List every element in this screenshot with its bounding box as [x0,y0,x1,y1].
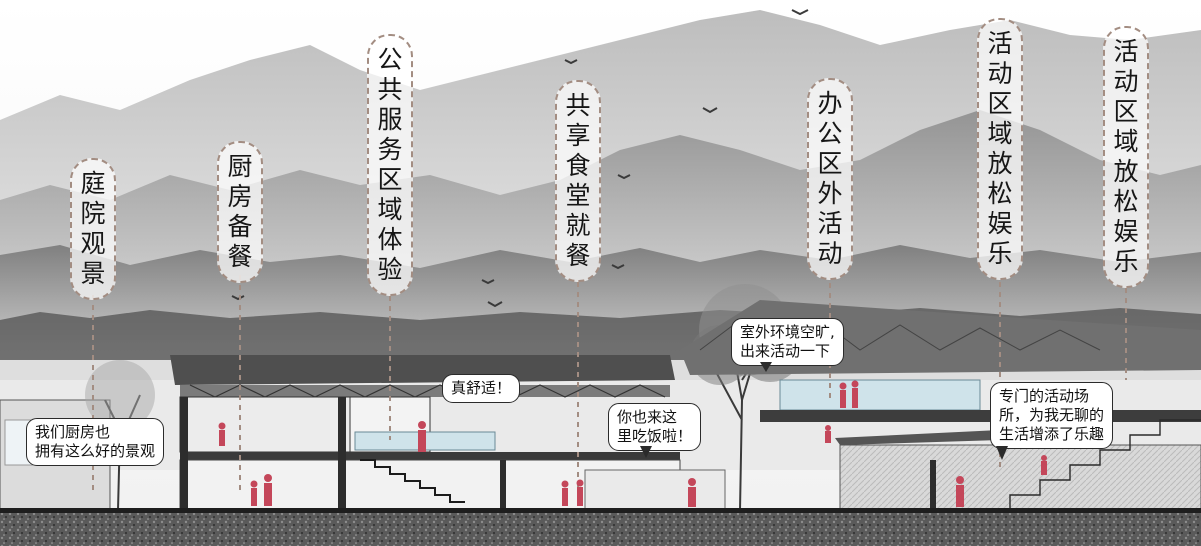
label-kitchen-prep: 厨房备餐 [217,141,263,283]
activity-hall [839,444,1201,511]
person-figure [561,480,569,506]
truss-lines [189,384,666,398]
bird-icon [617,174,631,180]
speech-bubble-eat-here: 你也来这 里吃饭啦！ [608,403,702,451]
bird-icon [611,264,625,270]
person-figure [851,380,859,408]
speech-bubble-activity-place: 专门的活动场 所，为我无聊的 生活增添了乐趣 [990,382,1114,449]
label-courtyard-viewing: 庭院观景 [70,158,116,300]
person-figure [688,478,696,507]
person-figure [956,476,964,507]
dining-column [500,460,506,510]
people [218,380,1047,507]
label-activity-relax-1: 活动区域放松娱乐 [977,18,1023,280]
floor-slab [180,452,680,460]
person-figure [576,479,584,506]
speech-bubble-outdoor: 室外环境空旷, 出来活动一下 [731,318,844,366]
ground-line [0,508,1201,513]
right-canopy [835,430,1000,445]
dining-hall [584,469,726,511]
person-figure [839,382,847,408]
birds [231,9,809,308]
bubble-tail [640,446,652,458]
label-shared-dining: 共享食堂就餐 [555,80,601,282]
bird-icon [231,295,245,301]
bird-icon [791,9,809,16]
person-figure [250,480,258,506]
person-figure [264,474,272,506]
bubble-tail [996,446,1008,460]
kitchen-upper-room [179,396,351,453]
bubble-tail [760,362,772,372]
person-figure [825,425,831,443]
center-column [338,397,346,510]
label-activity-relax-2: 活动区域放松娱乐 [1103,26,1149,288]
label-office-outdoor-activity: 办公区外活动 [807,78,853,280]
label-public-service-experience: 公共服务区域体验 [367,34,413,296]
bird-icon [564,59,578,65]
speech-bubble-kitchen-view: 我们厨房也 拥有这么好的景观 [26,418,165,466]
main-roof [170,355,675,385]
person-figure [218,422,226,446]
left-column [180,397,188,510]
right-column [930,460,936,510]
ground-gravel [0,513,1201,546]
bird-icon [487,301,503,308]
right-slab [760,410,1201,422]
staircase [360,459,465,503]
right-glass [779,379,981,411]
bird-icon [702,107,718,114]
person-figure [1041,455,1047,475]
terrace-steps [1009,419,1201,510]
speech-bubble-comfortable: 真舒适！ [442,374,521,403]
bird-icon [481,279,495,285]
person-figure [418,421,426,452]
